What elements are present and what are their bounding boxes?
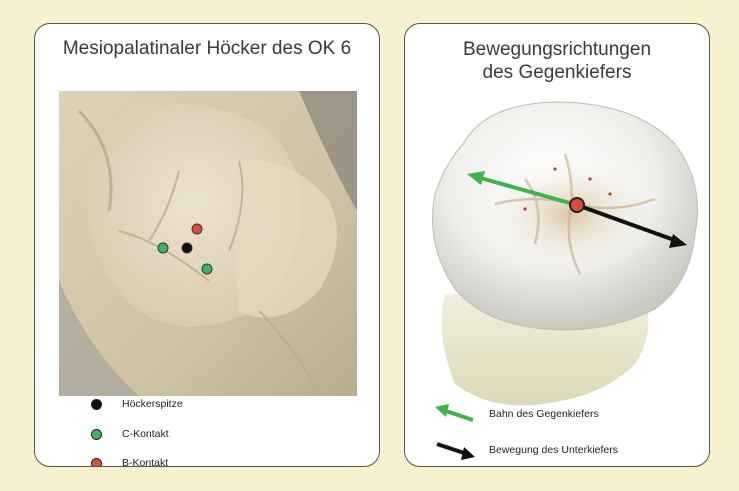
right-panel: Bewegungsrichtungen des Gegenkiefers [404, 23, 710, 467]
red-dot-icon [91, 458, 102, 468]
c-contact-marker [158, 243, 168, 253]
contact-point-marker [570, 198, 584, 212]
legend-row-cusp-tip: Höckerspitze [91, 398, 183, 410]
c-contact-marker [202, 264, 212, 274]
black-dot-icon [91, 399, 102, 410]
legend-row-mandible-movement: Bewegung des Unterkiefers [433, 440, 618, 460]
legend-label: Bahn des Gegenkiefers [489, 408, 599, 420]
right-panel-title: Bewegungsrichtungen des Gegenkiefers [405, 38, 709, 84]
legend-label: C-Kontakt [122, 428, 169, 440]
right-title-line2: des Gegenkiefers [405, 61, 709, 84]
green-dot-icon [91, 429, 102, 440]
legend-row-opposing-path: Bahn des Gegenkiefers [433, 404, 599, 424]
legend-row-c-contact: C-Kontakt [91, 428, 169, 440]
legend-label: Höckerspitze [122, 398, 183, 410]
left-panel: Mesiopalatinaler Höcker des OK 6 Höckers… [34, 23, 380, 467]
b-contact-marker [192, 224, 202, 234]
molar-photo [405, 84, 710, 414]
black-arrow-icon [433, 440, 477, 460]
legend-label: Bewegung des Unterkiefers [489, 444, 618, 456]
green-arrow-icon [433, 404, 477, 424]
cusp-tip-marker [182, 243, 192, 253]
right-title-line1: Bewegungsrichtungen [405, 38, 709, 61]
legend-label: B-Kontakt [122, 457, 168, 467]
left-panel-title: Mesiopalatinaler Höcker des OK 6 [35, 37, 379, 60]
legend-row-b-contact: B-Kontakt [91, 457, 168, 467]
tooth-cusp-photo [59, 91, 357, 396]
